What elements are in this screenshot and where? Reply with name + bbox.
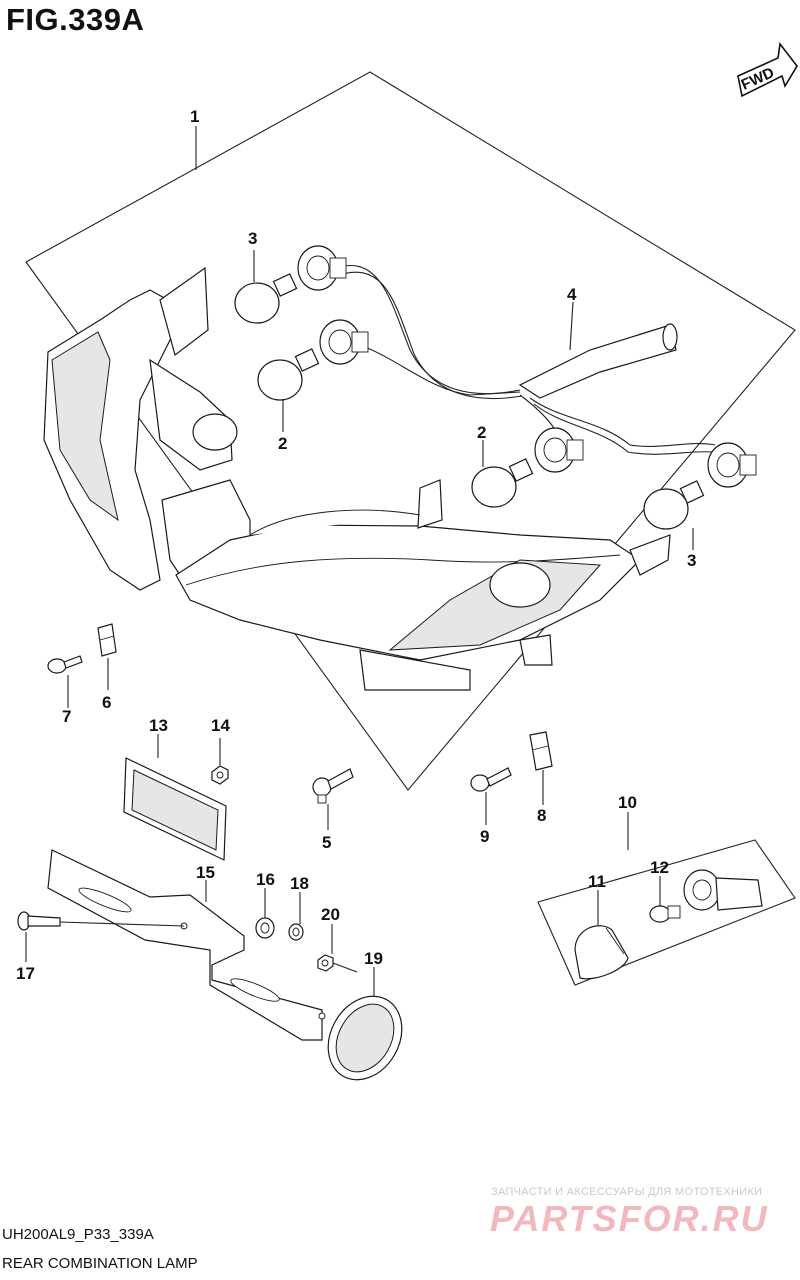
callout-15: 15 — [196, 863, 215, 882]
clip-nut-6 — [97, 623, 117, 657]
callout-18: 18 — [290, 874, 309, 893]
bulb-socket — [534, 427, 584, 473]
collar-18 — [288, 923, 304, 941]
license-lamp-group-box — [537, 839, 796, 986]
license-bracket-15 — [47, 849, 326, 1041]
wiring-harness — [329, 264, 716, 455]
rectangular-reflector-13 — [123, 757, 227, 861]
fwd-label: FWD — [739, 64, 777, 93]
bulb-3-lower — [643, 480, 705, 530]
bolt-17 — [17, 911, 61, 931]
screw-7 — [47, 655, 83, 674]
callout-5: 5 — [322, 833, 331, 852]
callout-13: 13 — [149, 716, 168, 735]
callout-9: 9 — [480, 827, 489, 846]
callout-6: 6 — [102, 693, 111, 712]
callout-17: 17 — [16, 964, 35, 983]
callout-8: 8 — [537, 806, 546, 825]
assembly-name: REAR COMBINATION LAMP — [2, 1255, 198, 1272]
fwd-arrow-icon: FWD — [737, 42, 798, 98]
callout-3: 3 — [687, 551, 696, 570]
callout-16: 16 — [256, 870, 275, 889]
nut-14 — [211, 765, 229, 785]
callout-19: 19 — [364, 949, 383, 968]
clip-nut-8 — [529, 731, 553, 771]
callout-2: 2 — [477, 423, 486, 442]
bulb-socket — [319, 319, 369, 365]
bulb-2-lower — [471, 458, 534, 508]
bulb-socket — [707, 442, 757, 488]
callout-7: 7 — [62, 707, 71, 726]
callout-12: 12 — [650, 858, 669, 877]
lamp-socket-10 — [683, 869, 763, 911]
screw-9 — [470, 767, 512, 792]
washer-16 — [255, 917, 275, 939]
bulb-socket — [297, 245, 347, 291]
nut-20 — [317, 954, 334, 972]
lamp-housing — [43, 266, 671, 691]
bulb-2-upper — [257, 348, 320, 401]
watermark-tagline: ЗАПЧАСТИ И АКСЕССУАРЫ ДЛЯ МОТОТЕХНИКИ — [491, 1186, 763, 1198]
callout-4: 4 — [567, 285, 577, 304]
callout-11: 11 — [588, 872, 606, 891]
screw-5 — [312, 768, 354, 804]
model-code: UH200AL9_P33_339A — [2, 1226, 154, 1243]
wedge-bulb-12 — [649, 905, 681, 923]
figure-title: FIG.339A — [6, 2, 145, 37]
callout-10: 10 — [618, 793, 637, 812]
watermark-logo: PARTSFOR.RU — [490, 1198, 769, 1239]
bulb-3-upper — [234, 273, 298, 324]
callout-2: 2 — [278, 434, 287, 453]
callout-1: 1 — [190, 107, 199, 126]
callout-20: 20 — [321, 905, 340, 924]
callout-14: 14 — [211, 716, 230, 735]
round-reflector-19 — [327, 995, 403, 1081]
callout-3: 3 — [248, 229, 257, 248]
lens-cover-11 — [574, 925, 629, 980]
